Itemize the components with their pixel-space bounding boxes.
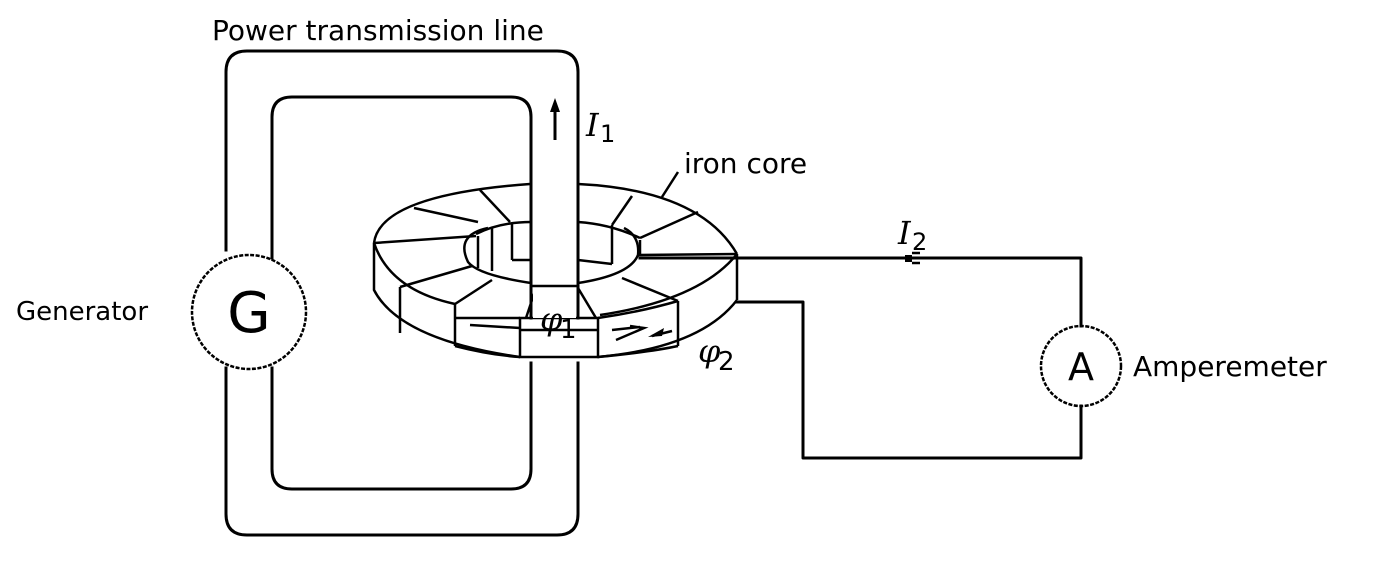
generator-circle — [190, 253, 308, 371]
generator-label: Generator — [16, 297, 148, 327]
ammeter-label: Amperemeter — [1133, 350, 1327, 383]
primary-conductor — [533, 140, 576, 318]
svg-text:2: 2 — [718, 347, 735, 377]
current1-label: I 1 — [585, 106, 615, 148]
transmission-line-label: Power transmission line — [212, 14, 544, 47]
svg-text:I: I — [585, 106, 600, 144]
ammeter-circle — [1039, 324, 1123, 408]
secondary-wire — [638, 256, 1083, 460]
svg-text:φ: φ — [540, 300, 563, 338]
ammeter: A — [1039, 324, 1123, 408]
svg-text:φ: φ — [698, 332, 721, 370]
ammeter-symbol: A — [1068, 345, 1094, 389]
current1-arrow — [550, 98, 560, 142]
current2-label: I 2 — [897, 214, 927, 256]
iron-core-label: iron core — [684, 147, 807, 180]
flux2-label: φ 2 — [698, 332, 735, 377]
svg-text:I: I — [897, 214, 912, 252]
flux1-label: φ 1 — [540, 300, 577, 345]
iron-core — [372, 182, 739, 359]
svg-text:1: 1 — [560, 315, 577, 345]
generator-symbol: G — [227, 281, 270, 346]
transmission-line-inner — [270, 95, 533, 491]
transmission-line-outer — [224, 49, 580, 537]
current2-arrow — [905, 251, 920, 265]
generator: G — [190, 253, 308, 371]
flux2-arrow — [648, 328, 673, 338]
svg-text:2: 2 — [912, 228, 927, 256]
svg-text:1: 1 — [600, 120, 615, 148]
flux1-arrow — [469, 323, 649, 342]
iron-core-leader — [660, 171, 680, 198]
